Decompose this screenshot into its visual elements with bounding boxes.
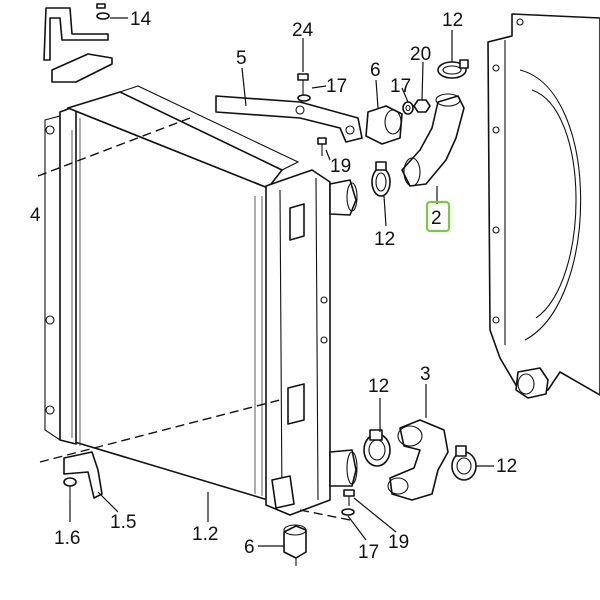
label-6-top: 6 bbox=[370, 60, 381, 81]
bolt-24 bbox=[297, 73, 309, 96]
label-12-low-right: 12 bbox=[496, 456, 517, 477]
radiator-fins bbox=[71, 118, 263, 496]
washer-17-top bbox=[402, 101, 414, 115]
radiator-core bbox=[44, 85, 300, 501]
bolt-19-top bbox=[317, 137, 327, 156]
rubber-mount-top bbox=[365, 105, 403, 145]
callout-labels: 14 4 24 5 17 6 17 20 12 19 12 2 3 12 12 … bbox=[30, 9, 517, 563]
alignment-lines bbox=[37, 117, 351, 521]
hose-clamp-12-top bbox=[437, 59, 469, 79]
hose-clamp-12-low-left bbox=[363, 429, 391, 467]
washer-17-middle bbox=[297, 94, 311, 102]
label-12-clamp: 12 bbox=[374, 229, 395, 250]
label-19-b: 19 bbox=[388, 532, 409, 553]
label-6-bottom: 6 bbox=[244, 537, 255, 558]
label-1-5: 1.5 bbox=[110, 512, 136, 533]
radiator-side-tank bbox=[265, 169, 358, 516]
label-14-top: 14 bbox=[130, 9, 152, 30]
bolt-14-top bbox=[96, 3, 110, 20]
bracket-14 bbox=[43, 7, 113, 83]
rubber-mount-bottom bbox=[283, 524, 307, 566]
bracket-5 bbox=[215, 95, 363, 143]
label-1-2: 1.2 bbox=[192, 524, 218, 545]
label-3: 3 bbox=[420, 364, 431, 385]
hose-3 bbox=[387, 419, 449, 501]
hose-clamp-12-mid bbox=[371, 161, 391, 197]
hose-2 bbox=[401, 93, 465, 187]
nut-20 bbox=[413, 99, 431, 113]
washer-17-bottom bbox=[341, 508, 355, 516]
label-17-b: 17 bbox=[390, 76, 411, 97]
label-1-6: 1.6 bbox=[54, 528, 80, 549]
label-4-side: 4 bbox=[30, 205, 41, 226]
leader-lines bbox=[69, 17, 494, 547]
fan-shroud bbox=[487, 13, 600, 399]
label-20: 20 bbox=[410, 44, 431, 65]
label-17-c: 17 bbox=[358, 542, 379, 563]
label-17-a: 17 bbox=[326, 76, 347, 97]
label-5: 5 bbox=[236, 48, 247, 69]
label-24: 24 bbox=[292, 20, 314, 41]
label-12-top: 12 bbox=[442, 10, 463, 31]
bracket-1-5 bbox=[63, 451, 103, 499]
label-19-a: 19 bbox=[330, 156, 351, 177]
hose-clamp-12-low-right bbox=[451, 445, 477, 481]
label-12-low-left: 12 bbox=[368, 376, 389, 397]
highlight-box-part-2 bbox=[425, 200, 451, 233]
label-2: 2 bbox=[431, 208, 442, 229]
bolt-19-bottom bbox=[343, 489, 355, 506]
bolt-1-6 bbox=[63, 477, 77, 500]
